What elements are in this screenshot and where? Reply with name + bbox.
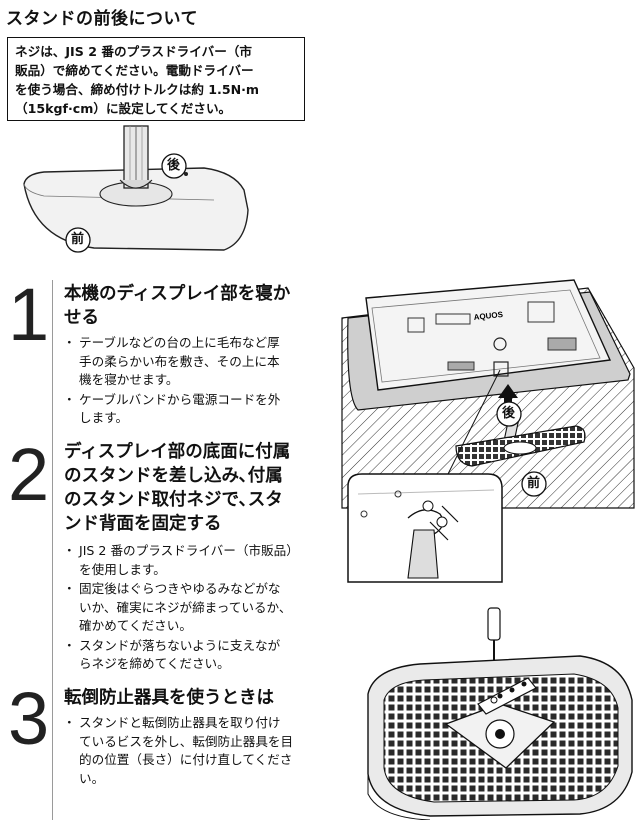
step-number-3: 3	[8, 677, 50, 760]
screw-note-box: ネジは、JIS 2 番のプラスドライバー（市 販品）で締めてください。電動ドライ…	[7, 37, 305, 121]
stand-front-back-illustration	[14, 122, 314, 267]
note-line: を使う場合、締め付けトルクは約 1.5N·m	[15, 82, 260, 97]
note-line: （15kgf·cm）に設定してください。	[15, 101, 232, 116]
back-label-text: 後	[167, 158, 181, 173]
page-title: スタンドの前後について	[6, 9, 198, 29]
bullet-line: 手の柔らかい布を敷き、その上に本	[79, 353, 280, 369]
step-1-heading: 本機のディスプレイ部を寝か せる	[64, 282, 314, 330]
bullet-line: スタンドと転倒防止器具を取り付け	[79, 715, 281, 730]
list-item: JIS 2 番のプラスドライバー（市販品） を使用します。	[63, 542, 316, 579]
step-2-bullets: JIS 2 番のプラスドライバー（市販品） を使用します。 固定後はぐらつきやゆ…	[63, 542, 316, 675]
bullet-line: いか、確実にネジが締まっているか、	[79, 599, 292, 615]
bullet-line: テーブルなどの台の上に毛布など厚	[79, 335, 280, 350]
bullet-line: を使用します。	[79, 561, 166, 577]
step-number-1: 1	[8, 273, 50, 356]
divider-line	[52, 280, 53, 820]
list-item: スタンドが落ちないように支えなが らネジを締めてください。	[63, 637, 316, 674]
back-label-2	[495, 400, 523, 428]
step-3-heading: 転倒防止器具を使うときは	[64, 686, 314, 710]
back-label	[160, 152, 188, 180]
list-item: テーブルなどの台の上に毛布など厚 手の柔らかい布を敷き、その上に本 機を寝かせま…	[63, 334, 316, 390]
front-label	[64, 226, 92, 254]
heading-line: ディスプレイ部の底面に付属	[64, 442, 291, 462]
step-1-bullets: テーブルなどの台の上に毛布など厚 手の柔らかい布を敷き、その上に本 機を寝かせま…	[63, 334, 316, 429]
heading-line: のスタンドを差し込み､付属	[64, 466, 283, 486]
heading-line: のスタンド取付ネジで､スタ	[64, 490, 283, 510]
step-number-2: 2	[8, 433, 50, 516]
heading-line: 転倒防止器具を使うときは	[64, 688, 274, 708]
bullet-line: 的の位置（長さ）に付け直してくださ	[79, 752, 293, 767]
back-label-2-text: 後	[502, 406, 516, 421]
bullet-line: スタンドが落ちないように支えなが	[79, 637, 281, 653]
bullet-line: 確かめてください。	[79, 618, 192, 633]
bullet-line: 機を寝かせます。	[79, 372, 179, 387]
bullet-line: JIS 2 番のプラスドライバー（市販品）	[79, 543, 299, 558]
list-item: スタンドと転倒防止器具を取り付け ているビスを外し、転倒防止器具を目 的の位置（…	[63, 714, 316, 788]
list-item: ケーブルバンドから電源コードを外 します。	[63, 391, 316, 428]
note-line: ネジは、JIS 2 番のプラスドライバー（市	[15, 44, 252, 59]
front-label-2-text: 前	[527, 476, 541, 491]
bullet-line: 固定後はぐらつきやゆるみなどがな	[79, 581, 281, 596]
tv-brand-text: AQUOS	[473, 310, 504, 322]
heading-line: ンド背面を固定する	[64, 514, 222, 534]
bullet-line: らネジを締めてください。	[79, 656, 230, 671]
step-3-bullets: スタンドと転倒防止器具を取り付け ているビスを外し、転倒防止器具を目 的の位置（…	[63, 714, 316, 789]
bullet-line: い。	[79, 770, 105, 786]
heading-line: せる	[64, 308, 99, 328]
front-label-text: 前	[71, 232, 85, 247]
step-2-heading: ディスプレイ部の底面に付属 のスタンドを差し込み､付属 のスタンド取付ネジで､ス…	[64, 440, 314, 536]
heading-line: 本機のディスプレイ部を寝か	[64, 284, 291, 304]
note-line: 販品）で締めてください。電動ドライバー	[15, 63, 254, 78]
front-label-2	[520, 470, 548, 498]
bullet-line: します。	[79, 410, 129, 425]
tv-stand-insertion-illustration: AQUOS	[338, 278, 638, 598]
list-item: 固定後はぐらつきやゆるみなどがな いか、確実にネジが締まっているか、 確かめてく…	[63, 580, 316, 636]
bullet-line: ているビスを外し、転倒防止器具を目	[79, 733, 294, 749]
anti-tip-bracket-illustration	[360, 604, 638, 820]
bullet-line: ケーブルバンドから電源コードを外	[79, 391, 281, 407]
